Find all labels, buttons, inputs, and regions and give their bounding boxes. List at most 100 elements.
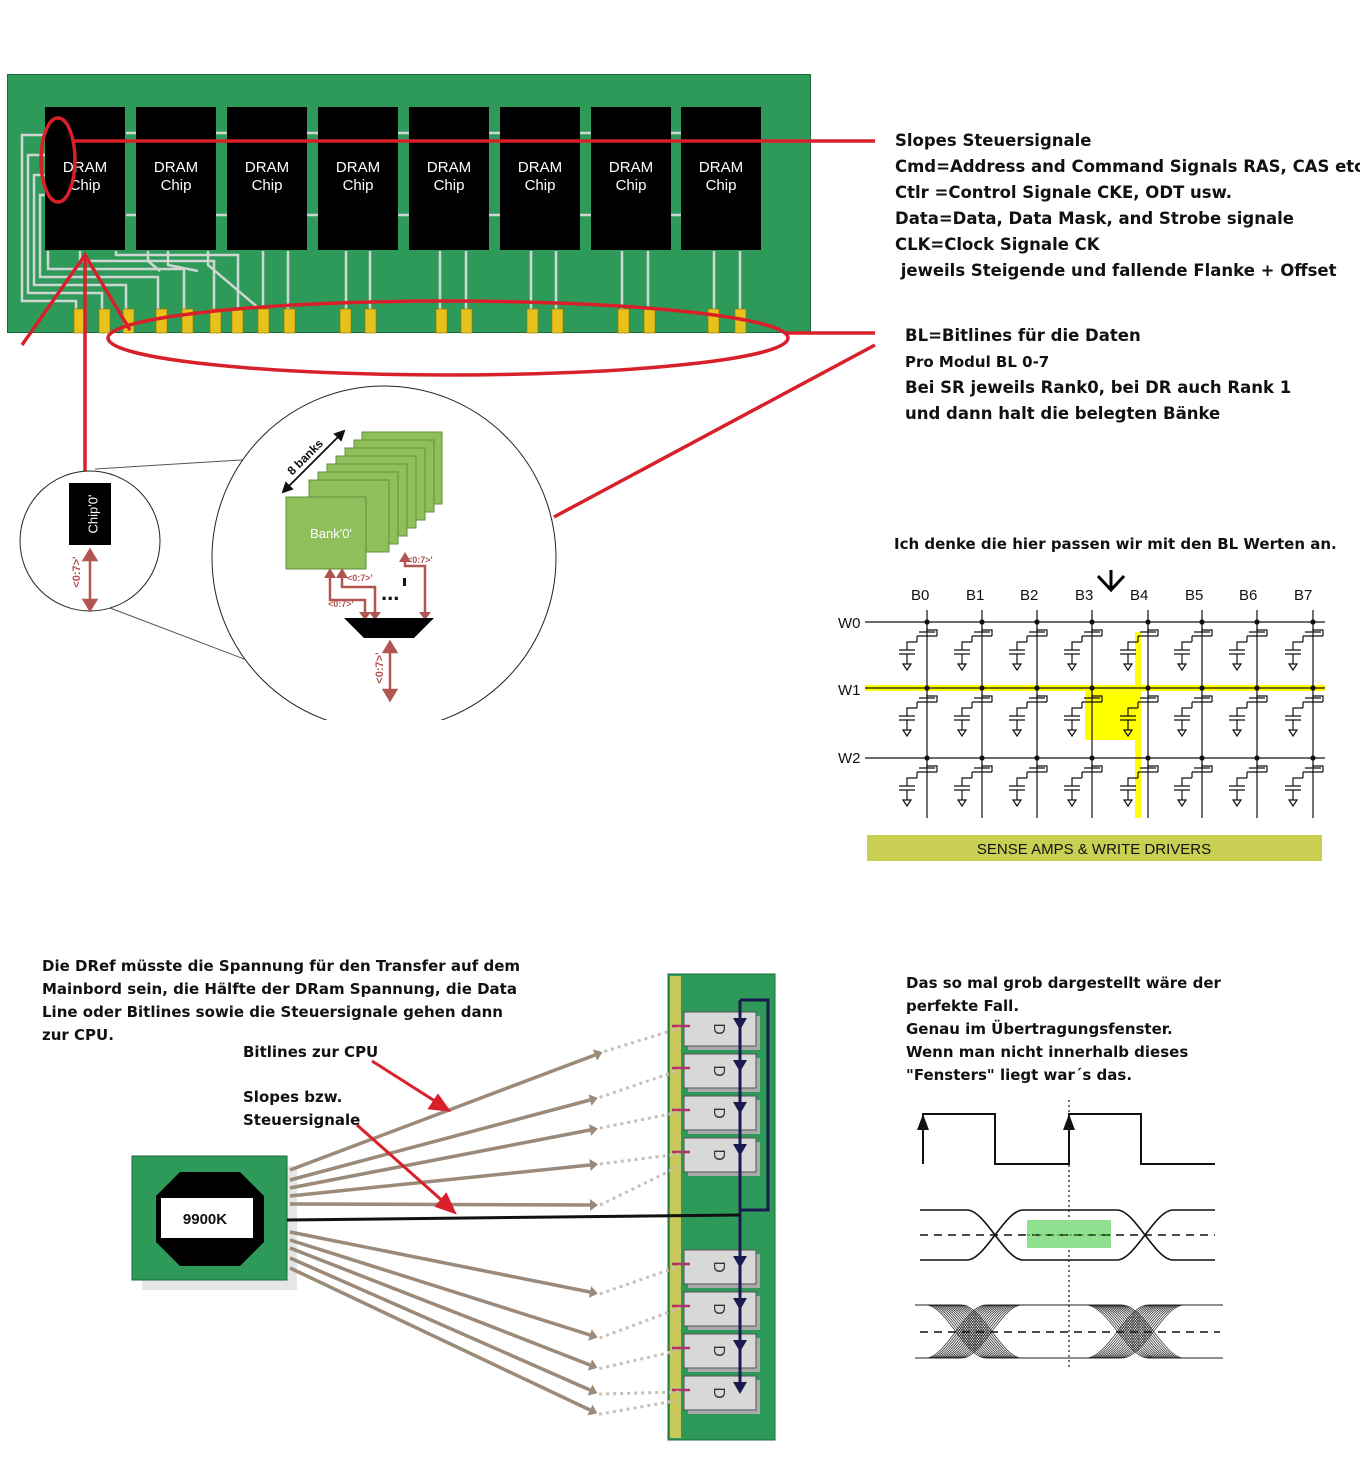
note-line: Ctlr =Control Signale CKE, ODT usw. [895, 183, 1233, 202]
bitline-label-b1: B1 [966, 587, 984, 604]
memory-cell [1229, 619, 1268, 672]
sense-amps-bar [867, 835, 1322, 861]
window-note: Das so mal grob dargestellt wäre der per… [906, 972, 1221, 1087]
svg-text:D: D [710, 1345, 727, 1357]
dimm-cell: D [672, 1011, 760, 1050]
memory-cell [1120, 755, 1159, 808]
note-line: Line oder Bitlines sowie die Steuersigna… [42, 1003, 503, 1021]
chip0-bus-label: <0:7>' [71, 556, 83, 588]
chip-label: DRAM [698, 159, 744, 176]
bitlines-note: BL=Bitlines für die Daten Pro Modul BL 0… [905, 323, 1291, 427]
note-line: jeweils Steigende und fallende Flanke + … [895, 261, 1337, 280]
memory-cell [1285, 619, 1324, 672]
bus-label-b: <0:7>' [347, 573, 373, 583]
memory-cell [899, 755, 938, 808]
bitline-label-b0: B0 [911, 587, 929, 604]
chip-label: DRAM [335, 159, 381, 176]
signal-arrow [289, 1266, 681, 1416]
memory-cell [1285, 685, 1324, 738]
signal-arrow [289, 1110, 681, 1190]
note-line: Wenn man nicht innerhalb dieses [906, 1043, 1189, 1061]
sense-amps-label: SENSE AMPS & WRITE DRIVERS [977, 841, 1211, 858]
memory-cell [954, 619, 993, 672]
chip-label: DRAM [426, 159, 472, 176]
cpu-label: 9900K [183, 1211, 227, 1228]
svg-text:D: D [710, 1261, 727, 1273]
annotation-layer: Chip'0' <0:7>' Bank'0' 8 banks <0:7>' [19, 116, 876, 720]
note-line: Cmd=Address and Command Signals RAS, CAS… [895, 157, 1360, 176]
memory-cell [1120, 619, 1159, 672]
memory-cell [1120, 685, 1159, 738]
dref-note: Die DRef müsste die Spannung für den Tra… [42, 955, 520, 1047]
note-line: perfekte Fall. [906, 997, 1020, 1015]
bus-label-c: <0:7>' [407, 555, 433, 565]
signal-arrow [289, 1238, 681, 1341]
control-signal-line [286, 1213, 741, 1222]
bank-pointer-line [553, 343, 876, 519]
note-line: Genau im Übertragungsfenster. [906, 1020, 1173, 1038]
bitlines-cpu-note: Bitlines zur CPU [243, 1043, 379, 1061]
bank-stack [285, 431, 443, 570]
note-line: Das so mal grob dargestellt wäre der [906, 974, 1221, 992]
bitline-label-b4: B4 [1130, 587, 1148, 604]
memory-cell [1174, 619, 1213, 672]
memory-cell [1285, 755, 1324, 808]
chip-label: Chip [251, 177, 283, 194]
signal-arrow [289, 1068, 681, 1182]
signal-arrow [289, 1246, 681, 1371]
dimm-cell: D [672, 1137, 760, 1176]
chip-label: DRAM [153, 159, 199, 176]
svg-text:D: D [710, 1023, 727, 1035]
note-line: Steuersignale [243, 1111, 361, 1129]
memory-cell [1009, 755, 1048, 808]
memory-cell [1009, 619, 1048, 672]
memory-array: B0 B1 B2 B3 B4 B5 B6 B7 W0 W1 W2 SENSE A… [838, 570, 1325, 861]
memory-cell [1064, 619, 1103, 672]
note-line: und dann halt die belegten Bänke [905, 404, 1221, 423]
svg-text:D: D [710, 1107, 727, 1119]
svg-text:D: D [710, 1149, 727, 1161]
note-line: Slopes bzw. [243, 1088, 343, 1106]
chip0-block [69, 483, 111, 545]
chip-label: DRAM [244, 159, 290, 176]
signal-arrow [289, 1256, 681, 1396]
signal-arrow [289, 1230, 681, 1298]
note-line: CLK=Clock Signale CK [895, 235, 1100, 254]
memory-cell [1229, 755, 1268, 808]
note-line: Pro Modul BL 0-7 [905, 353, 1050, 371]
chip-label: Chip [433, 177, 465, 194]
memory-cell [899, 685, 938, 738]
chip-label: DRAM [517, 159, 563, 176]
memory-cell [954, 685, 993, 738]
bitline-label-b2: B2 [1020, 587, 1038, 604]
note-line: Data=Data, Data Mask, and Strobe signale [895, 209, 1294, 228]
bitline-label-b5: B5 [1185, 587, 1203, 604]
module-traces [20, 131, 747, 334]
note-line: "Fensters" liegt war´s das. [906, 1066, 1133, 1084]
memory-cell [1064, 685, 1103, 738]
svg-text:D: D [710, 1387, 727, 1399]
valid-data-window [1027, 1220, 1111, 1248]
bank-zoom-circle [211, 385, 557, 720]
note-line: Bei SR jeweils Rank0, bei DR auch Rank 1 [905, 378, 1292, 397]
note-line: Die DRef müsste die Spannung für den Tra… [42, 957, 521, 975]
bank0-label: Bank'0' [310, 526, 352, 541]
chip-label: Chip [69, 177, 101, 194]
signal-arrow [289, 1026, 681, 1172]
bl-values-note: Ich denke die hier passen wir mit den BL… [894, 535, 1337, 553]
clock-waveform [922, 1113, 1215, 1165]
dimm-cell: D [672, 1249, 760, 1288]
svg-text:D: D [710, 1303, 727, 1315]
mux-bus-label: <0:7>' [374, 652, 386, 684]
slopes-note: Slopes Steuersignale Cmd=Address and Com… [895, 128, 1360, 284]
memory-cell [1174, 685, 1213, 738]
bitline-label-b7: B7 [1294, 587, 1312, 604]
